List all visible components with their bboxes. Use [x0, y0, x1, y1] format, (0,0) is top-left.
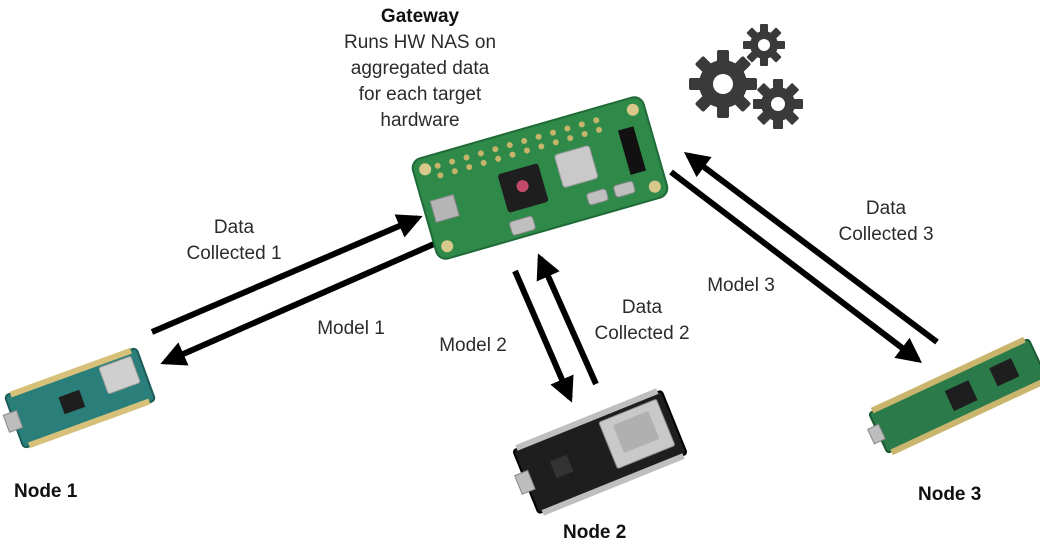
node-2-label: Node 2 [563, 522, 627, 543]
gears-icon [689, 24, 803, 129]
gateway-title: Gateway [380, 6, 460, 27]
model-3-label: Model 3 [707, 275, 775, 296]
node-1-label: Node 1 [14, 481, 78, 502]
arrow-model-2 [512, 269, 574, 403]
arrow-data-collected-2 [536, 253, 599, 386]
gateway-text: Gateway Runs HW NAS on aggregated data f… [330, 4, 510, 134]
model-2-label: Model 2 [439, 335, 507, 356]
gateway-board [411, 96, 669, 260]
node-1-board [2, 347, 156, 449]
data-collected-2-label: Data Collected 2 [594, 297, 690, 344]
arrow-data-collected-3 [683, 151, 939, 345]
node-2-board [512, 388, 688, 516]
data-collected-1-label: Data Collected 1 [186, 217, 282, 264]
arrow-model-1 [160, 241, 436, 366]
node-3-board [866, 336, 1040, 456]
arrow-data-collected-1 [150, 214, 423, 335]
data-collected-3-label: Data Collected 3 [838, 198, 934, 245]
arrow-model-3 [669, 169, 923, 364]
gateway-desc-line-2: aggregated data [350, 58, 490, 79]
model-1-label: Model 1 [317, 318, 385, 339]
gateway-desc-line-3: for each target [358, 84, 482, 105]
gateway-desc-line-1: Runs HW NAS on [343, 32, 497, 53]
node-3-label: Node 3 [918, 484, 982, 505]
gateway-desc-line-4: hardware [380, 110, 460, 131]
